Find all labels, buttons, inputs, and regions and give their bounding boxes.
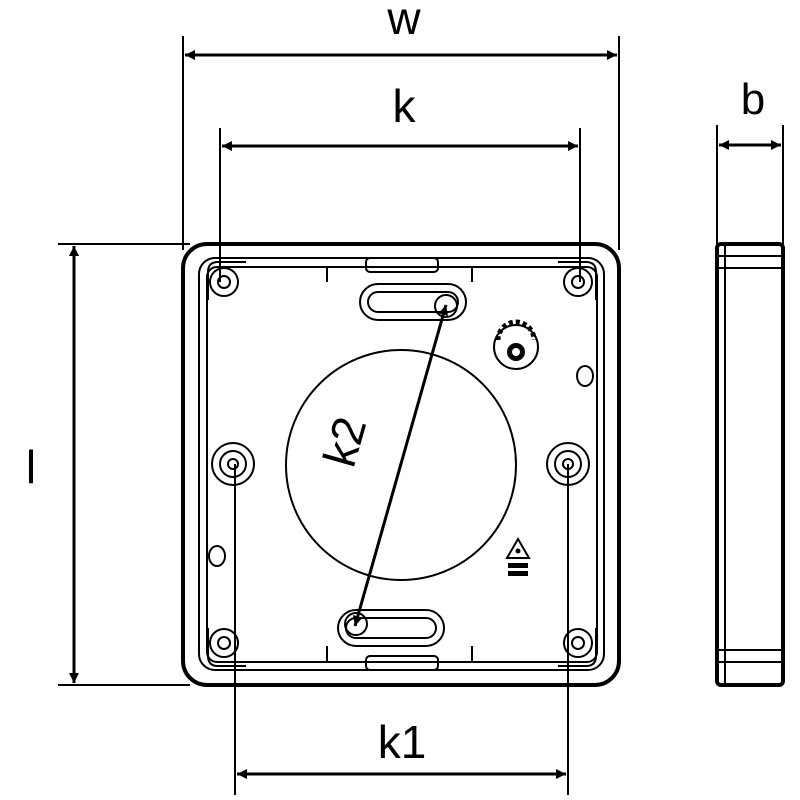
label-k1: k1 bbox=[378, 716, 427, 768]
corner-hole-top-right bbox=[558, 261, 597, 300]
label-b: b bbox=[741, 75, 765, 124]
side-view-body bbox=[715, 242, 785, 687]
side-view bbox=[715, 242, 785, 687]
side-hole-left bbox=[211, 442, 255, 486]
label-l: l bbox=[26, 441, 36, 493]
small-hole-left bbox=[208, 545, 226, 567]
label-k: k bbox=[393, 80, 417, 132]
corner-hole-top-left bbox=[207, 261, 246, 300]
recycling-symbol-icon bbox=[493, 319, 539, 370]
box-cavity-edge bbox=[206, 266, 598, 663]
dimension-l bbox=[58, 243, 190, 686]
corner-hole-bottom-left bbox=[207, 628, 246, 667]
dimension-k2 bbox=[352, 304, 449, 627]
dimension-w bbox=[182, 36, 620, 250]
label-k2: k2 bbox=[313, 411, 376, 472]
slot-bottom bbox=[337, 609, 445, 647]
slot-top bbox=[359, 283, 467, 321]
quality-mark-icon bbox=[505, 537, 531, 576]
bottom-notch bbox=[365, 655, 439, 671]
dimension-k bbox=[219, 128, 581, 282]
box-outer-edge bbox=[181, 242, 621, 687]
top-notch bbox=[365, 257, 439, 273]
dimension-k1 bbox=[234, 464, 569, 795]
dimension-b bbox=[716, 125, 784, 244]
small-hole-right bbox=[576, 365, 594, 387]
front-view bbox=[181, 242, 621, 687]
label-w: w bbox=[386, 0, 421, 44]
corner-hole-bottom-right bbox=[558, 628, 597, 667]
